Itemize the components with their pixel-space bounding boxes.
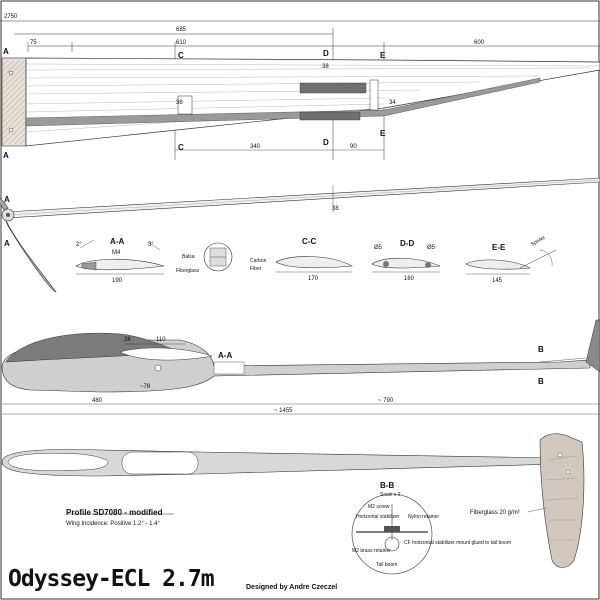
dim-685: 685 bbox=[176, 27, 187, 33]
section-ee-label: E-E bbox=[492, 243, 506, 252]
label-fiberglass: Fiberglass bbox=[176, 268, 200, 274]
section-ee bbox=[465, 249, 557, 275]
section-bb bbox=[351, 493, 433, 575]
marker-a-front-top: A bbox=[4, 195, 10, 204]
wing-incidence: Wing Incidence: Positive 1.2° - 1.4° bbox=[66, 521, 160, 527]
dim-90: 90 bbox=[350, 144, 357, 150]
section-dd-label: D-D bbox=[400, 239, 414, 248]
marker-e-bottom: E bbox=[380, 129, 386, 138]
label-carbon: Carbon bbox=[250, 258, 267, 264]
wing-front-view bbox=[0, 177, 600, 293]
dim-1455: ~ 1455 bbox=[274, 408, 293, 414]
section-aa-label: A-A bbox=[110, 237, 124, 246]
label-balsa: Balsa bbox=[182, 254, 195, 260]
label-spoiler: Spoiler bbox=[530, 235, 547, 248]
dim-5b: Ø5 bbox=[427, 245, 436, 251]
bb-tail-boom: Tail boom bbox=[376, 562, 397, 568]
marker-d-bottom: D bbox=[323, 138, 329, 147]
dim-790: ~ 790 bbox=[378, 398, 394, 404]
angle-3: 3° bbox=[148, 242, 154, 248]
drawing-title: Odyssey-ECL 2.7m bbox=[8, 566, 215, 592]
section-bb-scale: Scale x 2 bbox=[380, 492, 401, 498]
marker-a-bottom: A bbox=[3, 151, 9, 160]
designer-credit: Designed by Andre Czeczel bbox=[246, 584, 338, 591]
dim-480: 480 bbox=[92, 398, 103, 404]
dim-span: 2750 bbox=[4, 14, 18, 20]
screw-m4: M4 bbox=[112, 250, 121, 256]
dim-610: 610 bbox=[176, 40, 187, 46]
wing-planform bbox=[1, 57, 600, 151]
dim-160: 160 bbox=[404, 276, 415, 282]
fuselage-top bbox=[1, 433, 585, 568]
dim-5a: Ø5 bbox=[374, 245, 383, 251]
dim-75: 75 bbox=[30, 40, 37, 46]
dim-36-top: 36 bbox=[176, 100, 183, 106]
dim-190: 190 bbox=[112, 278, 123, 284]
dim-38-front: 38 bbox=[332, 206, 339, 212]
dim-34-top: 34 bbox=[389, 100, 396, 106]
fuselage-side bbox=[1, 319, 600, 415]
section-markers: A A C C D D E E bbox=[3, 47, 386, 160]
spar-detail bbox=[203, 242, 233, 272]
marker-b-bottom: B bbox=[538, 377, 544, 386]
marker-d-top: D bbox=[323, 49, 329, 58]
section-cc-label: C-C bbox=[302, 237, 316, 246]
dim-145: 145 bbox=[492, 278, 503, 284]
dim-38-top: 38 bbox=[322, 64, 329, 70]
section-cc bbox=[275, 256, 354, 273]
bb-horizontal-stabilizer: Horizontal stabilizer bbox=[356, 514, 400, 520]
dim-170: 170 bbox=[308, 276, 319, 282]
dim-340: 340 bbox=[250, 144, 261, 150]
marker-c-top: C bbox=[178, 51, 184, 60]
label-fiber: Fiber bbox=[250, 266, 262, 272]
marker-e-top: E bbox=[380, 51, 386, 60]
section-dd bbox=[371, 257, 441, 273]
bb-m2-screw: M2 screw bbox=[368, 504, 390, 510]
fuselage-section-aa: A-A bbox=[218, 351, 232, 360]
section-aa bbox=[75, 239, 165, 275]
angle-2: 2° bbox=[76, 242, 82, 248]
bb-cf-mount: CF horizontal stabilizer mount glued to … bbox=[404, 540, 511, 546]
marker-c-bottom: C bbox=[178, 143, 184, 152]
marker-b-top: B bbox=[538, 345, 544, 354]
marker-a-front-bottom: A bbox=[4, 239, 10, 248]
dim-28: 28 bbox=[124, 337, 131, 343]
dim-600: 600 bbox=[474, 40, 485, 46]
bb-nylon-retainer: Nylon retainer bbox=[408, 514, 439, 520]
profile-label: Profile SD7080 - modified bbox=[66, 508, 163, 517]
section-bb-label: B-B bbox=[380, 481, 394, 490]
fiberglass-note: Fiberglass 20 g/m² bbox=[470, 510, 520, 516]
dim-110: 110 bbox=[156, 337, 166, 343]
marker-a-top: A bbox=[3, 47, 9, 56]
bb-m2-brass: M2 brass retainer bbox=[352, 548, 391, 554]
dim-78: ~78 bbox=[140, 384, 151, 390]
